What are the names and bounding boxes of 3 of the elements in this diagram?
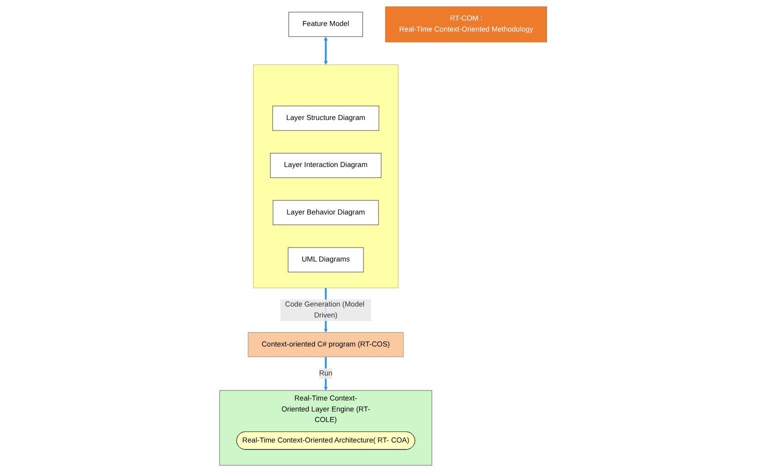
cluster <box>252 64 398 288</box>
arrow <box>324 356 328 391</box>
arrow <box>324 36 328 65</box>
